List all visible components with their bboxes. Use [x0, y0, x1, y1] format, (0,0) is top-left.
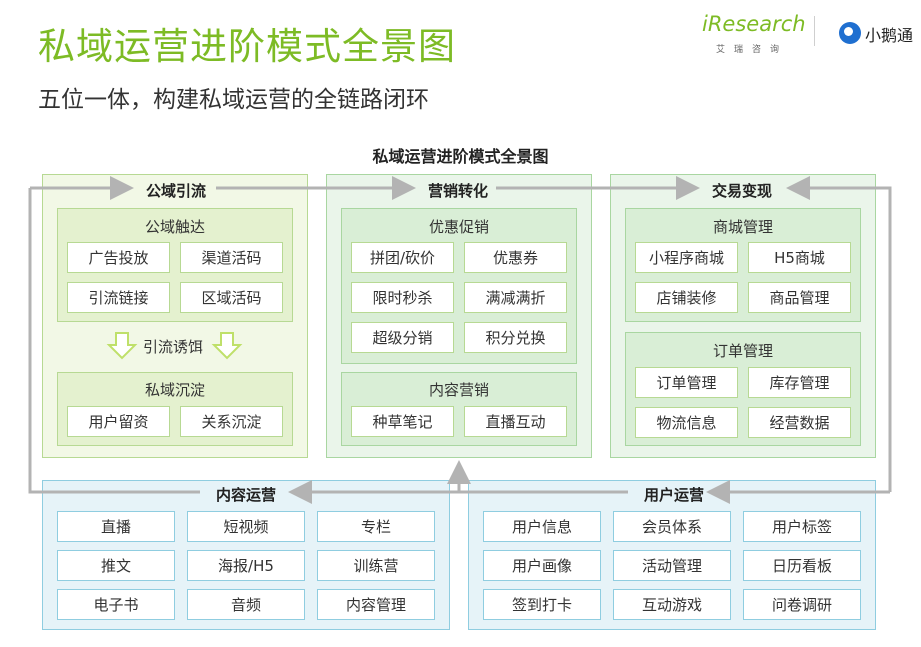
item-audio: 音频	[187, 589, 305, 620]
item-training-camp: 训练营	[317, 550, 435, 581]
group-mall-management: 商城管理 小程序商城 H5商城 店铺装修 商品管理	[625, 208, 861, 322]
item-poster-h5: 海报/H5	[187, 550, 305, 581]
item-region-qrcode: 区域活码	[180, 282, 283, 313]
item-traffic-link: 引流链接	[67, 282, 170, 313]
xiaoetong-logo-text: 小鹅通	[865, 26, 914, 45]
group-content-marketing: 内容营销 种草笔记 直播互动	[341, 372, 577, 446]
item-column: 专栏	[317, 511, 435, 542]
item-live: 直播	[57, 511, 175, 542]
item-relation-settle: 关系沉淀	[180, 406, 283, 437]
label-content-ops: 内容运营	[215, 486, 276, 504]
item-shop-decoration: 店铺装修	[635, 282, 738, 313]
label-trade-monetization: 交易变现	[711, 182, 772, 200]
item-short-video: 短视频	[187, 511, 305, 542]
page-title: 私域运营进阶模式全景图	[38, 25, 456, 68]
group-promotion-title: 优惠促销	[428, 218, 489, 236]
down-arrow-icon-right	[211, 332, 243, 360]
item-live-interaction: 直播互动	[464, 406, 567, 437]
item-logistics-info: 物流信息	[635, 407, 738, 438]
item-membership: 会员体系	[613, 511, 731, 542]
logo-divider	[814, 16, 815, 46]
diagram-title: 私域运营进阶模式全景图	[372, 147, 549, 166]
group-promotion: 优惠促销 拼团/砍价 优惠券 限时秒杀 满减满折 超级分销 积分兑换	[341, 208, 577, 364]
page-subtitle: 五位一体，构建私域运营的全链路闭环	[38, 87, 429, 113]
item-product-management: 商品管理	[748, 282, 851, 313]
down-arrow-icon-left	[106, 332, 138, 360]
xiaoetong-logo-icon	[839, 22, 861, 44]
item-inventory-management: 库存管理	[748, 367, 851, 398]
item-ad-placement: 广告投放	[67, 242, 170, 273]
group-content-marketing-title: 内容营销	[428, 381, 489, 399]
item-calendar-board: 日历看板	[743, 550, 861, 581]
label-marketing-conversion: 营销转化	[427, 182, 488, 200]
item-survey: 问卷调研	[743, 589, 861, 620]
item-user-info: 用户信息	[483, 511, 601, 542]
item-user-leads: 用户留资	[67, 406, 170, 437]
flow-label-bait: 引流诱饵	[143, 338, 204, 356]
group-mall-management-title: 商城管理	[712, 218, 773, 236]
item-business-data: 经营数据	[748, 407, 851, 438]
item-mini-program-mall: 小程序商城	[635, 242, 738, 273]
item-interactive-games: 互动游戏	[613, 589, 731, 620]
iresearch-logo-text: iResearch	[702, 12, 806, 36]
item-order-management: 订单管理	[635, 367, 738, 398]
iresearch-logo: iResearch 艾瑞咨询	[702, 8, 806, 56]
item-content-management: 内容管理	[317, 589, 435, 620]
flow-right-return	[786, 176, 892, 492]
item-full-discount: 满减满折	[464, 282, 567, 313]
item-activity-management: 活动管理	[613, 550, 731, 581]
item-group-buy: 拼团/砍价	[351, 242, 454, 273]
item-flash-sale: 限时秒杀	[351, 282, 454, 313]
iresearch-logo-cn: 艾瑞咨询	[716, 45, 789, 55]
group-private-settle: 私域沉淀 用户留资 关系沉淀	[57, 372, 293, 446]
item-user-tags: 用户标签	[743, 511, 861, 542]
label-user-ops: 用户运营	[643, 486, 704, 504]
item-super-distribution: 超级分销	[351, 322, 454, 353]
group-private-settle-title: 私域沉淀	[144, 381, 205, 399]
label-public-traffic: 公域引流	[145, 182, 206, 200]
xiaoetong-logo: 小鹅通	[839, 19, 921, 47]
group-public-reach-title: 公域触达	[144, 218, 205, 236]
item-user-portrait: 用户画像	[483, 550, 601, 581]
item-h5-mall: H5商城	[748, 242, 851, 273]
item-check-in: 签到打卡	[483, 589, 601, 620]
group-order-management-title: 订单管理	[712, 342, 773, 360]
item-coupon: 优惠券	[464, 242, 567, 273]
item-article: 推文	[57, 550, 175, 581]
item-channel-qrcode: 渠道活码	[180, 242, 283, 273]
item-points-exchange: 积分兑换	[464, 322, 567, 353]
flow-left-return	[28, 188, 200, 494]
group-order-management: 订单管理 订单管理 库存管理 物流信息 经营数据	[625, 332, 861, 446]
item-ebook: 电子书	[57, 589, 175, 620]
item-seeding-notes: 种草笔记	[351, 406, 454, 437]
group-public-reach: 公域触达 广告投放 渠道活码 引流链接 区域活码	[57, 208, 293, 322]
